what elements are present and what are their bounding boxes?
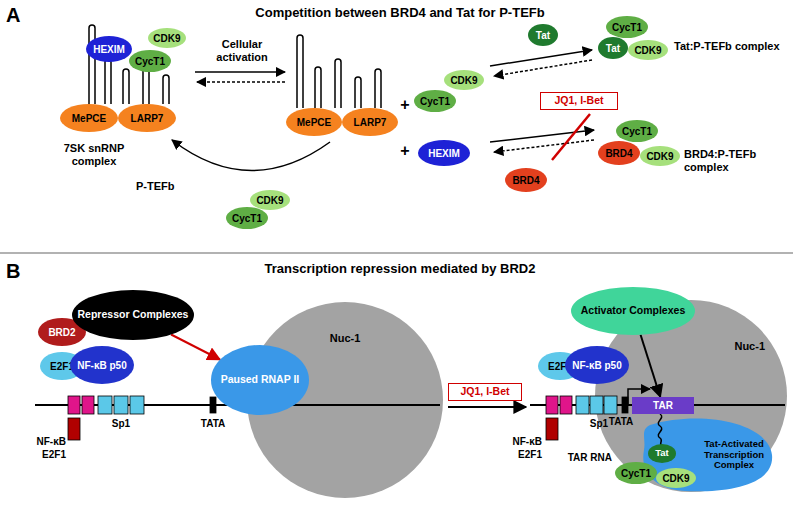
cdk9-protein: CDK9 [628,40,668,60]
cdk9-protein: CDK9 [250,190,290,210]
connector-arrow [641,335,661,397]
cdk9-protein: CDK9 [656,468,696,488]
complex-label: 7SK snRNP complex [48,142,140,167]
site-label: E2F1 [496,449,542,461]
node-text: CycT1 [622,126,652,137]
panel-letter: A [6,4,30,27]
node-text: BRD4 [512,175,539,186]
inhibition-slash [552,114,590,160]
node-text: Activator Complexes [581,305,685,317]
node-text: CDK9 [646,151,673,162]
node-text: CycT1 [135,56,165,67]
tat-protein: Tat [648,444,676,463]
treatment-arrow [448,406,526,408]
node-text: BRD2 [48,327,75,338]
node-text: Tat-Activated Transcription Complex [698,439,770,470]
node-text: JQ1, I-Bet [460,386,509,398]
activator-complex: Activator Complexes [571,287,695,335]
node-text: CycT1 [612,22,642,33]
rna-hairpins [89,25,381,108]
node-text: TAR [653,400,673,411]
node-text: LARP7 [131,113,164,124]
node-text: HEXIM [93,44,125,55]
node-text: NF-κB p50 [77,360,126,371]
repressor-complex: Repressor Complexes [72,290,194,340]
process-label: Cellular activation [202,38,282,63]
reaction-arrows [172,50,594,171]
promoter-sites [68,396,628,440]
plus-sign: + [396,96,414,114]
cdk9-protein: CDK9 [444,70,484,90]
site-label: NF-κB [20,436,66,448]
node-text: LARP7 [354,117,387,128]
tar-element: TAR [632,397,694,414]
tar-rna [658,414,662,446]
node-text: CDK9 [256,195,283,206]
cyclin-protein: CycT1 [226,207,268,229]
site-label: Sp1 [104,418,138,430]
node-text: HEXIM [428,148,460,159]
nfkb-protein: NF-κB p50 [565,346,629,384]
node-text: Tat [655,448,669,458]
node-text: CDK9 [450,75,477,86]
mepce-protein: MePCE [60,104,118,132]
node-text: CycT1 [232,213,262,224]
larp7-protein: LARP7 [342,108,398,136]
larp7-protein: LARP7 [118,104,176,132]
panel-title: Transcription repression mediated by BRD… [150,262,650,277]
site-label: E2F1 [20,449,66,461]
node-text: Tat [606,43,620,54]
panel-letter: B [6,260,30,283]
node-text: MePCE [297,117,331,128]
node-text: CycT1 [621,468,651,479]
nfkb-protein: NF-κB p50 [70,346,134,384]
plus-sign: + [396,142,414,160]
node-text: Nuc-1 [734,340,765,352]
panel-title: Competition between BRD4 and Tat for P-T… [150,6,650,21]
node-text: JQ1, I-Bet [554,95,603,107]
node-text: CDK9 [153,33,180,44]
cdk9-protein: CDK9 [640,146,680,166]
site-label: TATA [194,418,232,430]
brd4-protein: BRD4 [598,141,640,165]
node-text: CDK9 [634,45,661,56]
complex-label: BRD4:P-TEFb complex [684,148,790,173]
cdk9-protein: CDK9 [148,28,186,48]
node-text: Tat [536,30,550,41]
node-text: Paused RNAP II [221,374,300,386]
connector-arrow [171,334,220,359]
cyclin-protein: CycT1 [414,90,456,112]
tat-protein: Tat [528,24,558,46]
node-text: BRD4 [605,148,632,159]
node-text: CDK9 [662,473,689,484]
site-label: TATA [604,416,638,428]
node-text: NF-κB p50 [572,360,621,371]
complex-label: Tat:P-TEFb complex [674,40,790,53]
site-label: NF-κB [496,436,542,448]
node-text: Repressor Complexes [78,309,189,321]
panel-divider [0,252,793,254]
cyclin-protein: CycT1 [616,120,658,142]
inhibitor-box: JQ1, I-Bet [540,92,618,110]
hexim-protein: HEXIM [86,36,132,62]
inhibitor-box: JQ1, I-Bet [448,383,522,401]
node-text: CycT1 [420,96,450,107]
node-text: Nuc-1 [330,332,361,344]
cyclin-protein: CycT1 [129,50,170,72]
tat-protein: Tat [598,37,628,59]
transcription-complex-blob [643,419,772,492]
cyclin-protein: CycT1 [606,16,648,38]
mepce-protein: MePCE [286,108,342,136]
brd4-protein: BRD4 [505,168,547,192]
cyclin-protein: CycT1 [615,462,656,484]
complex-label: P-TEFb [136,180,186,193]
paused-polymerase: Paused RNAP II [211,345,310,415]
hexim-protein: HEXIM [418,140,470,166]
rna-label: TAR RNA [548,452,612,464]
node-text: MePCE [72,113,106,124]
